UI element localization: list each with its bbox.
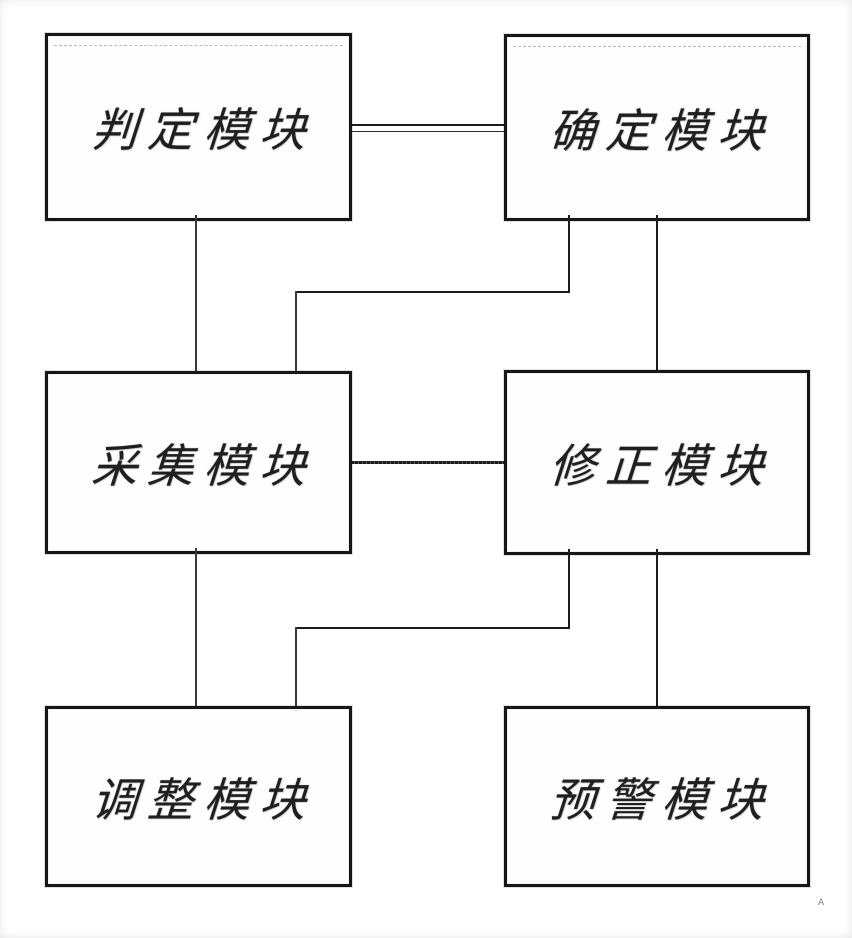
module-box-adjust: 调整模块	[45, 706, 352, 887]
edge-collect-correct	[351, 461, 504, 464]
module-label-warn: 预警模块	[547, 772, 776, 827]
edge-correct-adjust-segment-across	[295, 627, 570, 629]
module-box-collect: 采集模块	[45, 371, 352, 554]
module-box-warn: 预警模块	[504, 706, 810, 887]
edge-determine-collect-segment-down	[568, 215, 570, 293]
edge-correct-adjust-segment-into	[295, 627, 297, 706]
scan-artifact-mark: A	[818, 898, 826, 908]
module-label-correct: 修正模块	[547, 438, 776, 493]
edge-determine-collect-segment-across	[295, 291, 570, 293]
module-box-determine: 确定模块	[504, 34, 810, 221]
module-box-correct: 修正模块	[504, 370, 810, 555]
edge-judge-determine	[351, 124, 504, 132]
edge-collect-adjust	[195, 548, 197, 706]
scan-artifact-line	[54, 45, 343, 46]
edge-correct-warn	[656, 549, 658, 706]
edge-determine-correct	[656, 215, 658, 370]
module-label-determine: 确定模块	[547, 103, 776, 158]
edge-judge-collect	[195, 215, 197, 371]
module-label-judge: 判定模块	[89, 103, 318, 157]
edge-determine-collect-segment-into	[295, 291, 297, 371]
edge-correct-adjust-segment-down	[568, 549, 570, 629]
module-box-judge: 判定模块	[45, 33, 352, 221]
scan-artifact-line	[513, 46, 801, 47]
module-label-adjust: 调整模块	[89, 772, 318, 827]
module-label-collect: 采集模块	[89, 438, 318, 493]
